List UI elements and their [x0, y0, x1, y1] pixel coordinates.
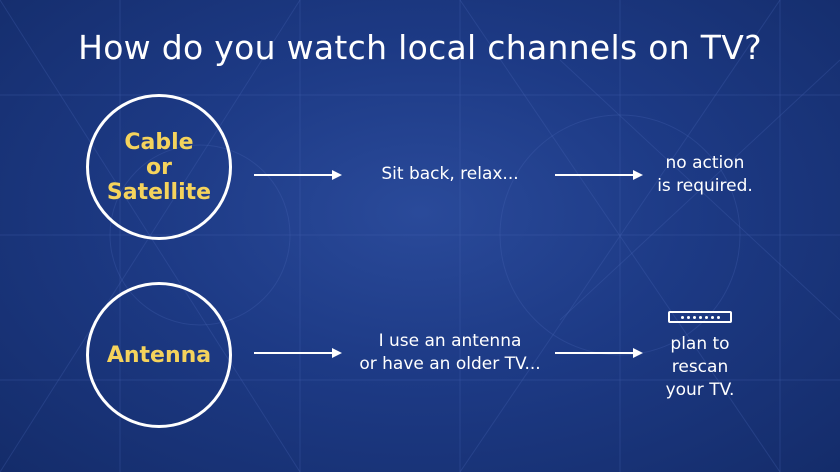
- text-line: plan to: [670, 334, 730, 354]
- page-title: How do you watch local channels on TV?: [78, 28, 762, 67]
- arrow-right-icon: [254, 348, 342, 358]
- label-line: Antenna: [106, 342, 212, 368]
- text-line: is required.: [657, 176, 753, 196]
- text-line: rescan: [671, 357, 729, 377]
- arrow-right-icon: [254, 170, 342, 180]
- middle-text-antenna: I use an antenna or have an older TV...: [345, 330, 555, 376]
- result-text-cable: no action is required.: [640, 152, 770, 198]
- arrow-right-icon: [555, 170, 643, 180]
- arrow-right-icon: [555, 348, 643, 358]
- text-line: no action: [665, 153, 745, 173]
- label-line: or: [146, 154, 172, 180]
- label-line: Satellite: [106, 179, 212, 205]
- middle-text-cable: Sit back, relax...: [350, 163, 550, 186]
- text-line: Sit back, relax...: [381, 164, 519, 184]
- tv-device-icon: [668, 311, 732, 323]
- text-line: or have an older TV...: [359, 354, 541, 374]
- antenna-circle: Antenna: [86, 282, 232, 428]
- text-line: your TV.: [665, 380, 735, 400]
- label-line: Cable: [124, 129, 194, 155]
- result-text-antenna: plan to rescan your TV.: [640, 333, 760, 402]
- cable-satellite-circle: Cable or Satellite: [86, 94, 232, 240]
- text-line: I use an antenna: [378, 331, 522, 351]
